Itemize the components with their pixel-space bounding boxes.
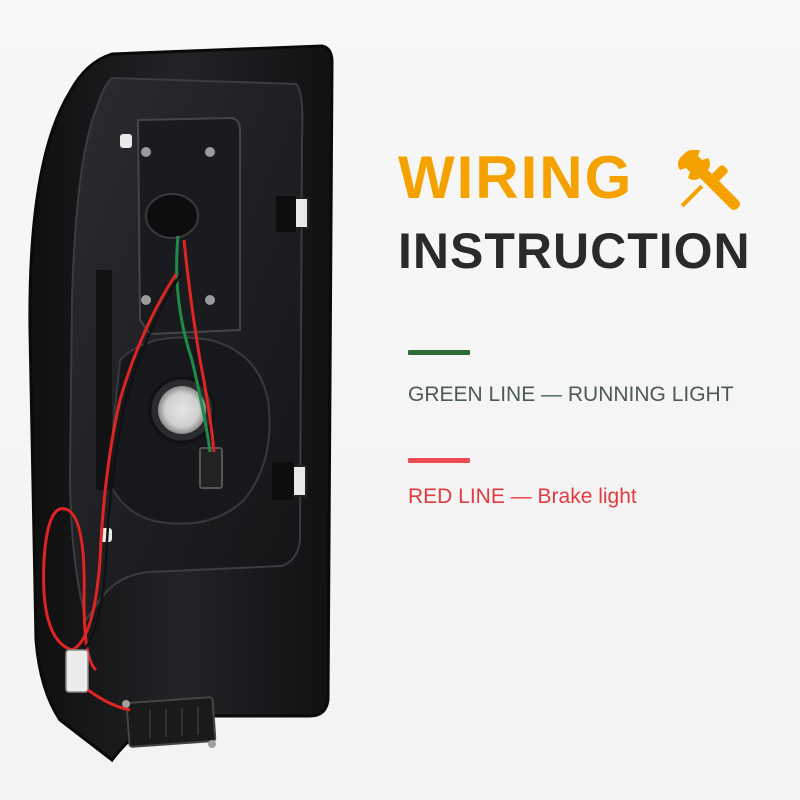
wrench-screwdriver-icon: [678, 150, 740, 210]
red-line-swatch: [408, 458, 470, 463]
bulb-plug: [125, 696, 217, 748]
heading-instruction: INSTRUCTION: [398, 223, 751, 279]
inline-connector: [65, 649, 89, 693]
clip-bottom: [291, 465, 307, 497]
wire-connector: [199, 447, 223, 489]
board-hole: [145, 193, 199, 239]
wire-red: [182, 239, 216, 453]
red-line-label: RED LINE — Brake light: [408, 485, 637, 508]
wire-red-loop: [42, 273, 178, 672]
heading-wiring: WIRING: [398, 144, 634, 211]
green-line-label: GREEN LINE — RUNNING LIGHT: [408, 383, 734, 406]
clip-top: [293, 197, 309, 229]
wire-green: [175, 235, 212, 453]
green-line-swatch: [408, 350, 470, 355]
